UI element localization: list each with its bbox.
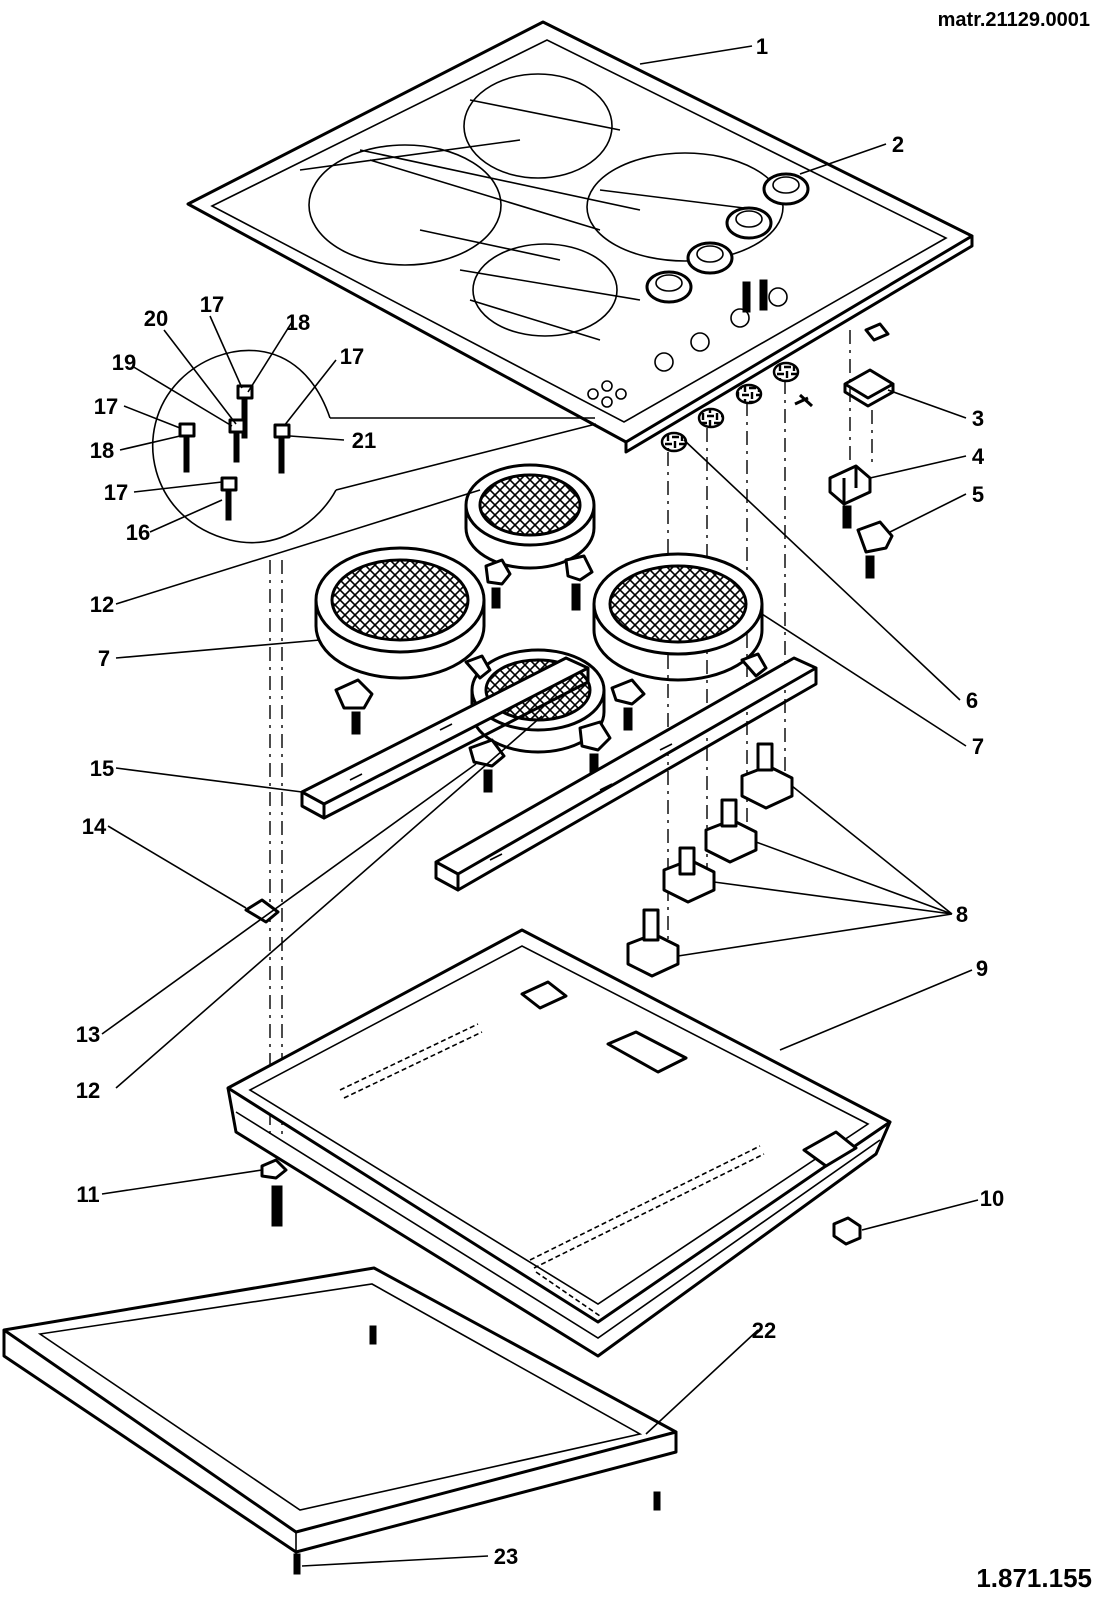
drawing-number: 1.871.155: [976, 1563, 1092, 1593]
heating-element-rear: [464, 463, 596, 570]
leader-lines: [101, 45, 979, 1567]
callout-19: 19: [112, 350, 136, 375]
switch-assembly: [794, 322, 895, 579]
rubber-feet: [626, 742, 794, 978]
callout-5: 5: [972, 482, 984, 507]
callout-12-top: 12: [90, 592, 114, 617]
callout-13: 13: [76, 1022, 100, 1047]
callout-23: 23: [494, 1544, 518, 1569]
callout-1: 1: [756, 34, 768, 59]
callout-14: 14: [82, 814, 107, 839]
callout-12-bottom: 12: [76, 1078, 100, 1103]
callout-8: 8: [956, 902, 968, 927]
glass-hob-top: [186, 20, 974, 454]
fastener-pins: [178, 384, 291, 521]
control-knobs: [645, 172, 810, 313]
support-pegs: [660, 361, 800, 453]
callout-3: 3: [972, 406, 984, 431]
callout-20: 20: [144, 306, 168, 331]
callout-2: 2: [892, 132, 904, 157]
control-symbols: [587, 380, 627, 408]
callout-15: 15: [90, 756, 114, 781]
tray-feet: [260, 1158, 862, 1246]
drawing-code: matr.21129.0001: [938, 9, 1090, 31]
callout-11: 11: [76, 1182, 99, 1207]
terminal-row: [339, 1023, 765, 1317]
callout-18-top: 18: [286, 310, 310, 335]
callout-10: 10: [980, 1186, 1004, 1211]
fastener-detail-circle: [151, 349, 597, 544]
heating-elements: [314, 463, 768, 793]
callout-6: 6: [966, 688, 978, 713]
heating-element-right: [592, 552, 764, 682]
element-clips: [334, 554, 768, 793]
mounting-frame: [2, 1266, 678, 1575]
callout-17-left: 17: [94, 394, 118, 419]
callout-labels: 1 2 3 4 5 6 7 7 8 9 10 11 12 12 13 14 15…: [76, 34, 1004, 1569]
support-rails: [300, 656, 818, 892]
callout-17-right: 17: [340, 344, 364, 369]
callout-21: 21: [352, 428, 376, 453]
base-tray: [226, 928, 892, 1358]
callout-16: 16: [126, 520, 150, 545]
callout-7-left: 7: [98, 646, 110, 671]
callout-17-top: 17: [200, 292, 224, 317]
callout-18-left: 18: [90, 438, 114, 463]
clip-14: [244, 898, 280, 924]
heating-element-left: [314, 546, 486, 680]
callout-9: 9: [976, 956, 988, 981]
callout-17-bottom: 17: [104, 480, 128, 505]
callout-4: 4: [972, 444, 985, 469]
callout-22: 22: [752, 1318, 776, 1343]
callout-7-right: 7: [972, 734, 984, 759]
